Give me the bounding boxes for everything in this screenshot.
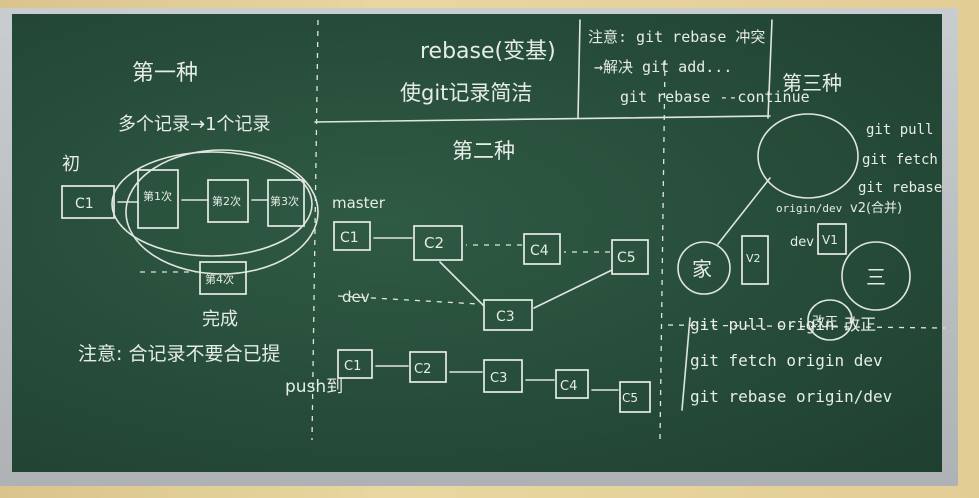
merge-circle-outer xyxy=(125,149,319,275)
top-c2: C2 xyxy=(424,234,444,252)
title-underline xyxy=(314,115,771,123)
company-circle xyxy=(841,241,911,311)
section3-divider xyxy=(667,324,946,329)
v1-label: V1 xyxy=(822,233,838,247)
remote-circle xyxy=(757,113,859,199)
dev-line xyxy=(337,295,479,305)
bottom-c2: C2 xyxy=(414,362,431,377)
commit-c1-box xyxy=(61,185,115,219)
bottom-c1-box xyxy=(337,349,373,379)
push-note: push到 xyxy=(285,377,343,397)
commit-2-box xyxy=(207,179,249,223)
brace-line xyxy=(681,317,691,411)
cmd-merge: v2(合并) xyxy=(850,201,902,216)
v2-label: V2 xyxy=(746,252,761,265)
branch-arrow-1 xyxy=(439,261,485,307)
note-continue: git rebase --continue xyxy=(620,88,810,106)
bottom-c2-box xyxy=(409,351,447,383)
divider-left xyxy=(311,19,319,441)
branch-arrow-2 xyxy=(533,269,613,309)
cmd-pull: git pull xyxy=(866,122,933,138)
home-label: 家 xyxy=(692,257,712,281)
section1-subtitle: 多个记录→1个记录 xyxy=(118,114,271,135)
commit-c1: C1 xyxy=(75,196,94,212)
cmd-line-fetch: git fetch origin dev xyxy=(690,351,883,370)
bottom-c4-box xyxy=(555,369,589,399)
v1-box xyxy=(817,223,847,255)
top-c5-box xyxy=(611,239,649,275)
bottom-c3-box xyxy=(483,359,523,393)
top-c1: C1 xyxy=(340,230,359,246)
bottom-c3: C3 xyxy=(490,371,507,386)
bottom-c5: C5 xyxy=(622,391,638,405)
branch-c3-box xyxy=(483,299,533,331)
top-c2-box xyxy=(413,225,463,261)
cmd-fetch: git fetch xyxy=(862,152,938,168)
divider-right xyxy=(659,59,666,441)
top-c4-box xyxy=(523,233,561,265)
home-circle xyxy=(677,241,731,295)
note-conflict: 注意: git rebase 冲突 xyxy=(588,28,765,46)
branch-c3: C3 xyxy=(496,309,515,325)
complete-label: 完成 xyxy=(202,309,238,330)
section3-dev: dev xyxy=(790,235,814,250)
remote-label: origin/dev xyxy=(776,202,843,215)
top-c4: C4 xyxy=(530,243,549,259)
dev-label: dev xyxy=(342,288,370,306)
bottom-c5-box xyxy=(619,381,651,413)
bottom-c1: C1 xyxy=(344,359,361,374)
merge-circle xyxy=(111,151,313,257)
title-rebase: rebase(变基) xyxy=(420,39,556,64)
mark-circle xyxy=(807,299,853,341)
top-c1-box xyxy=(333,221,371,251)
commit-3-box xyxy=(267,179,305,227)
home-to-remote xyxy=(717,177,771,245)
blackboard xyxy=(12,14,942,472)
section3-heading: 第三种 xyxy=(782,71,842,95)
top-c5: C5 xyxy=(617,250,636,266)
master-label: master xyxy=(332,194,386,212)
commit-final: 第4次 xyxy=(205,272,234,286)
section1-heading: 第一种 xyxy=(132,61,198,86)
commit-1-box xyxy=(137,169,179,229)
commit-3: 第3次 xyxy=(270,194,299,208)
note-divider-right xyxy=(767,19,773,119)
section2-heading: 第二种 xyxy=(452,139,515,163)
bottom-c4: C4 xyxy=(560,379,577,394)
note-divider xyxy=(577,19,581,119)
origin-label: 初 xyxy=(62,154,80,175)
cmd-line-pull: git pull origin 改正 xyxy=(690,315,876,334)
v2-box xyxy=(741,235,769,285)
cmd-rebase: git rebase xyxy=(858,180,942,196)
section2-note: 注意: 合记录不要合已提 xyxy=(78,343,280,365)
title-subtitle: 使git记录简洁 xyxy=(400,81,532,105)
commit-1: 第1次 xyxy=(143,189,172,203)
commit-2: 第2次 xyxy=(212,194,241,208)
mark-label: 改正 xyxy=(812,315,838,330)
commit-final-box xyxy=(199,261,247,295)
note-resolve: →解决 git add... xyxy=(594,58,732,76)
company-label: 三 xyxy=(866,265,886,289)
cmd-line-rebase: git rebase origin/dev xyxy=(690,387,892,406)
